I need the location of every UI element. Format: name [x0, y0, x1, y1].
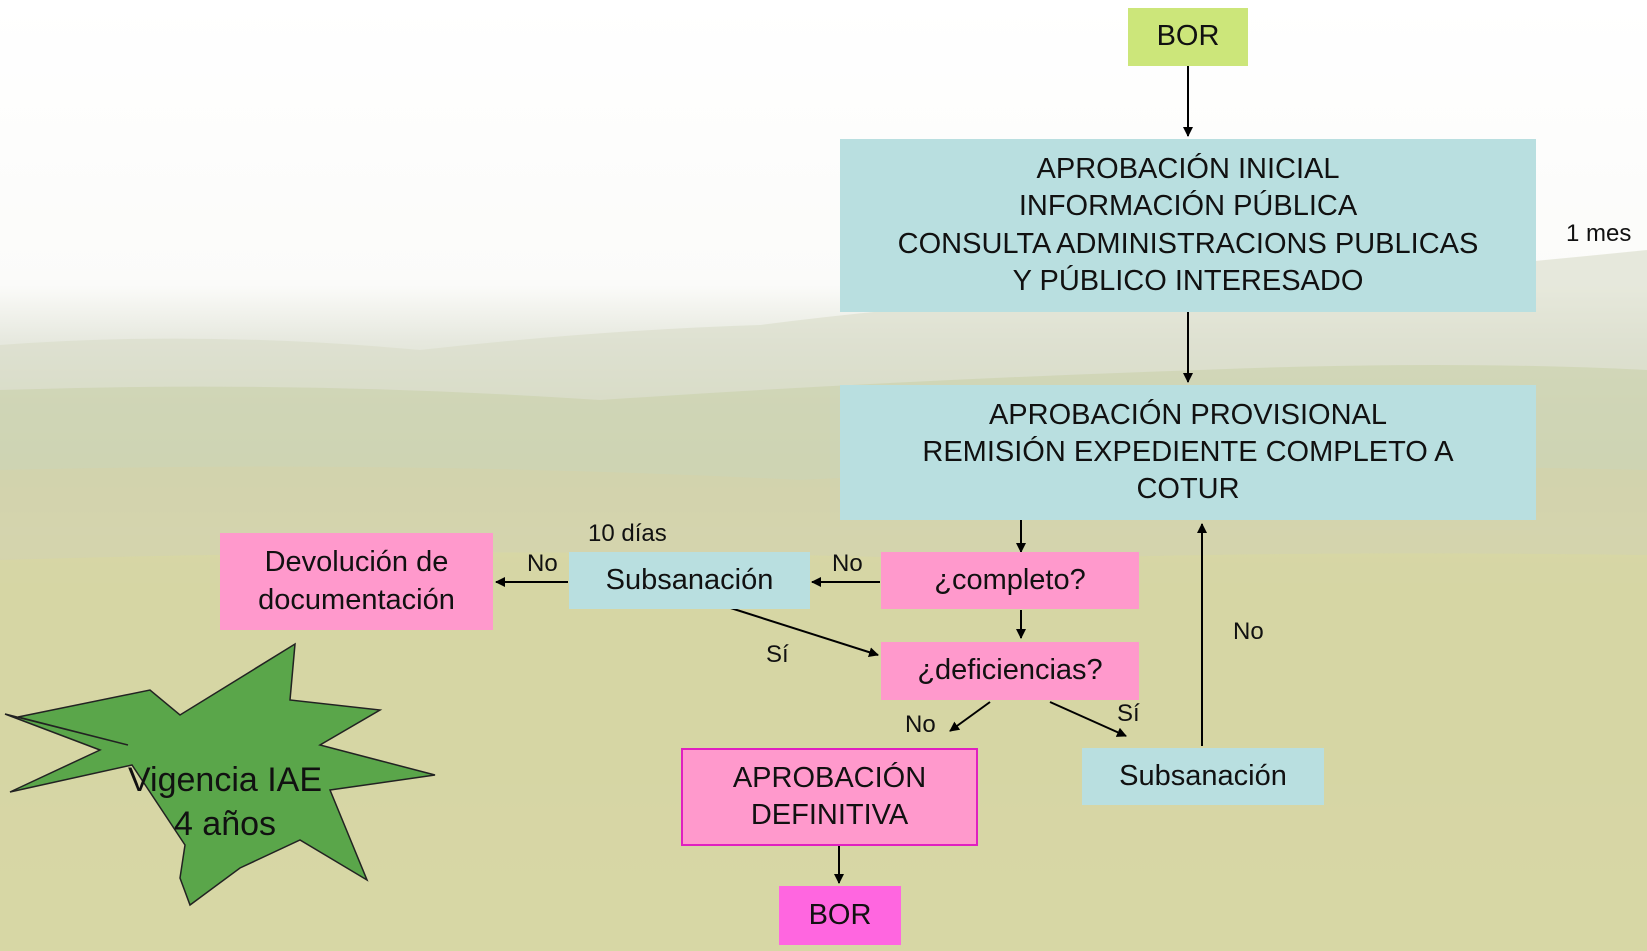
vigencia-star-shape: [4, 642, 436, 907]
no-devolucion-label: No: [527, 550, 558, 577]
aprobacion-inicial-node: APROBACIÓN INICIAL INFORMACIÓN PÚBLICA C…: [840, 139, 1536, 312]
aprobacion-provisional-text: APROBACIÓN PROVISIONAL REMISIÓN EXPEDIEN…: [922, 398, 1454, 506]
one-month-label: 1 mes: [1566, 220, 1632, 247]
bor-bottom-node: BOR: [779, 886, 901, 945]
bor-top-text: BOR: [1156, 20, 1220, 53]
arrow-deficiencias-to-subsanacion-right: [1049, 701, 1127, 737]
arrow-deficiencias-to-definitiva: [949, 701, 991, 732]
bor-top-node: BOR: [1128, 8, 1248, 66]
aprobacion-provisional-node: APROBACIÓN PROVISIONAL REMISIÓN EXPEDIEN…: [840, 385, 1536, 520]
no-completo-label: No: [832, 550, 863, 577]
ten-days-label: 10 días: [588, 520, 667, 547]
subsanacion-left-node: Subsanación: [569, 552, 810, 609]
arrow-subsanacion-to-deficiencias: [717, 603, 879, 658]
aprobacion-definitiva-text: APROBACIÓN DEFINITIVA: [732, 761, 927, 831]
si-deficiencias-label: Sí: [1117, 700, 1140, 727]
subsanacion-right-text: Subsanación: [1119, 759, 1287, 792]
bor-bottom-text: BOR: [808, 898, 872, 931]
aprobacion-definitiva-node: APROBACIÓN DEFINITIVA: [681, 748, 978, 846]
si-subsanacion-label: Sí: [766, 641, 789, 668]
aprobacion-inicial-text: APROBACIÓN INICIAL INFORMACIÓN PÚBLICA C…: [897, 153, 1479, 297]
deficiencias-node: ¿deficiencias?: [881, 642, 1139, 700]
subsanacion-right-node: Subsanación: [1082, 748, 1324, 805]
subsanacion-left-text: Subsanación: [605, 563, 774, 596]
devolucion-node: Devolución de documentación: [220, 533, 493, 630]
no-deficiencias-label: No: [905, 711, 936, 738]
completo-text: ¿completo?: [934, 563, 1086, 596]
no-loop-label: No: [1233, 618, 1264, 645]
completo-node: ¿completo?: [881, 552, 1139, 609]
deficiencias-text: ¿deficiencias?: [917, 654, 1103, 687]
vigencia-star-text: Vigencia IAE 4 años: [127, 761, 323, 844]
devolucion-text: Devolución de documentación: [258, 546, 455, 616]
